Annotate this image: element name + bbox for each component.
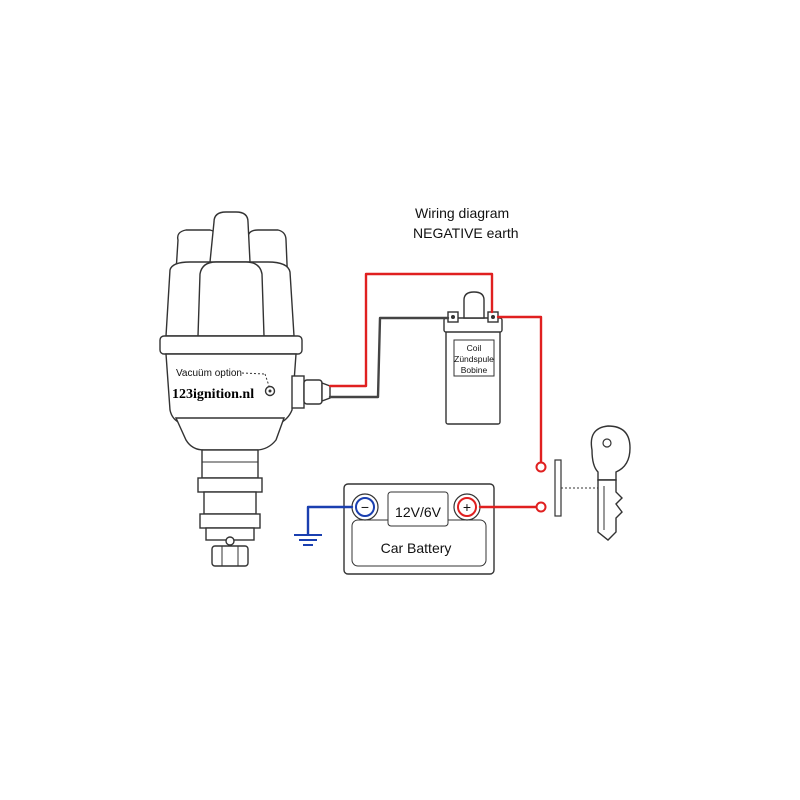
ignition-coil: Coil Zündspule Bobine xyxy=(443,291,503,425)
distributor-cap-rim xyxy=(159,335,303,355)
distributor-shaft-collar xyxy=(197,477,263,493)
brand-label: 123ignition.nl xyxy=(172,387,254,402)
switch-contact-bottom xyxy=(535,501,547,513)
battery-negative-symbol: − xyxy=(361,499,369,515)
distributor-housing-base xyxy=(174,417,285,451)
coil-terminal-positive-screw xyxy=(491,315,495,319)
battery-positive-terminal xyxy=(457,497,477,517)
vacuum-port-center xyxy=(268,389,272,393)
battery-negative-terminal xyxy=(355,497,375,517)
wire-distributor-feed xyxy=(328,272,494,388)
coil-label-line1: Coil xyxy=(467,343,482,353)
ground-icon xyxy=(294,534,322,546)
distributor-cap-tower-center xyxy=(209,211,251,263)
distributor-shaft-upper xyxy=(201,449,259,479)
distributor: Vacuüm option 123ignition.nl xyxy=(159,211,331,567)
switch-contact-top xyxy=(535,461,547,473)
ignition-switch xyxy=(535,459,598,517)
diagram-title-line1: Wiring diagram xyxy=(415,205,509,221)
diagram-title-line2: NEGATIVE earth xyxy=(413,225,519,241)
switch-bar xyxy=(554,459,562,517)
coil-label-line2: Zündspule xyxy=(454,354,494,364)
vacuum-option-label: Vacuüm option xyxy=(176,368,242,379)
battery-positive-symbol: + xyxy=(463,499,471,515)
distributor-shaft-lower xyxy=(203,491,257,515)
battery-name-label: Car Battery xyxy=(381,540,452,556)
wire-signal xyxy=(328,316,450,399)
distributor-shaft-pin xyxy=(225,536,235,546)
coil-label-box xyxy=(453,339,495,377)
key-icon xyxy=(590,425,631,541)
distributor-cap-dome xyxy=(197,261,265,337)
distributor-cable-gland xyxy=(291,375,305,409)
battery-voltage-panel xyxy=(387,491,449,527)
wire-earth xyxy=(306,505,354,536)
distributor-cable-gland-nut xyxy=(303,379,323,405)
wire-coil-to-switch xyxy=(496,315,543,464)
coil-terminal-negative-screw xyxy=(451,315,455,319)
distributor-cable-boot xyxy=(321,381,331,403)
car-battery: 12V/6V Car Battery − + xyxy=(343,483,495,575)
distributor-shaft-ring-lower xyxy=(199,513,261,529)
distributor-drive-dog xyxy=(211,545,249,567)
coil-label-line3: Bobine xyxy=(461,365,488,375)
battery-voltage-label: 12V/6V xyxy=(395,504,442,520)
coil-tower xyxy=(463,291,485,319)
